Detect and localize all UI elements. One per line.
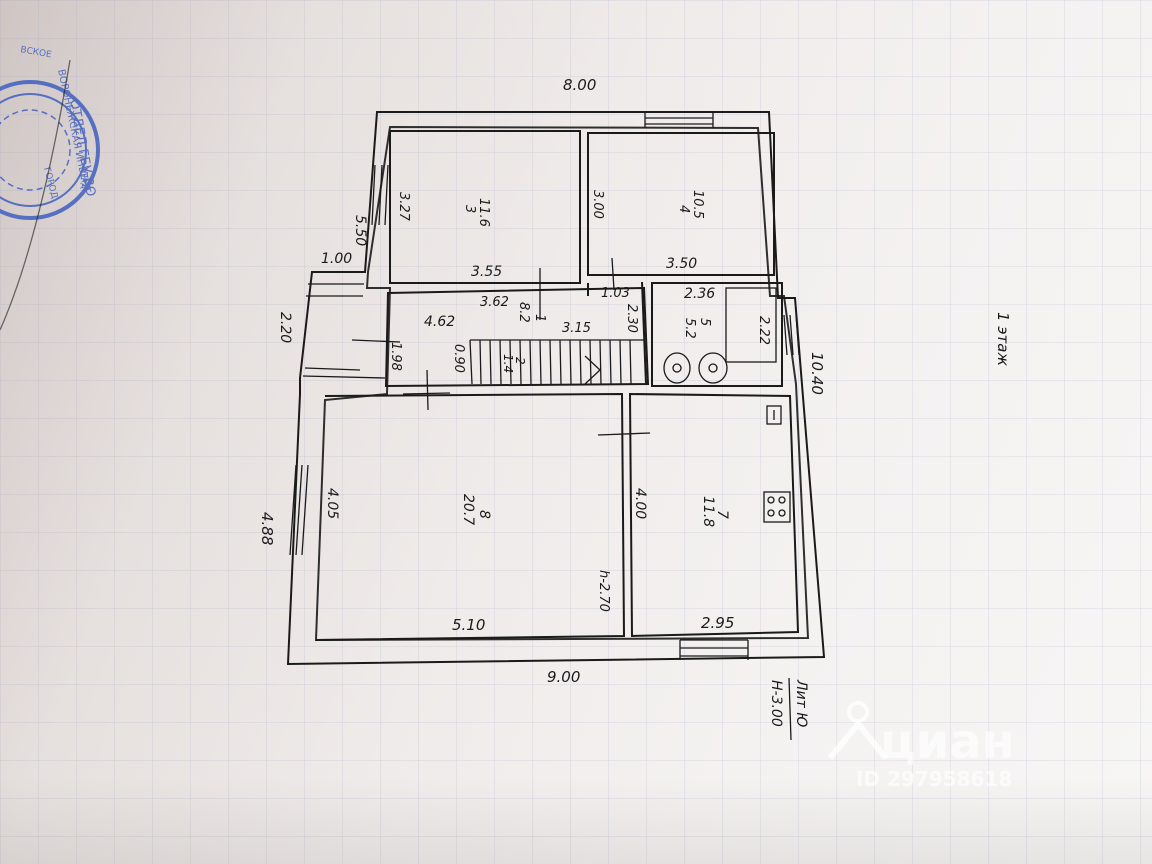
dim-left-upper: 5.50 (352, 215, 368, 246)
room-8-dim-a: 4.05 (324, 488, 340, 519)
watermark-id: ID 297958618 (856, 767, 1012, 791)
room-5-dim-b: 2.22 (756, 316, 771, 345)
room-8-area: 20.7 (460, 494, 476, 525)
dim-porch-depth: 1.00 (321, 251, 352, 267)
room-1-area: 8.2 (516, 302, 531, 323)
doors (351, 257, 651, 436)
room-3-dim-a: 3.27 (396, 192, 411, 222)
dim-bottom-width: 9.00 (547, 668, 580, 686)
room-1-dim-d: 1.98 (388, 342, 403, 371)
watermark-brand: циан (880, 714, 1015, 770)
sanitary-fixtures (663, 352, 728, 384)
room-4-dim-a: 3.00 (590, 190, 605, 219)
windows (289, 111, 800, 660)
porch (302, 271, 386, 379)
watermark: циан ID 297958618 (827, 701, 1015, 791)
room-3-dim-b: 3.55 (471, 264, 502, 280)
room-7-dim-b: 2.95 (701, 614, 734, 632)
liter-divider (788, 677, 792, 741)
room-4-area: 10.5 (690, 190, 705, 219)
stamp-text-3: ВСКОЕ (19, 45, 52, 60)
floor-label: 1 этаж (994, 312, 1012, 366)
room-7-dim-a: 4.00 (632, 488, 648, 519)
room-7-number: 7 (714, 510, 730, 519)
liter-height: Н-3.00 (768, 680, 784, 727)
room-4-number: 4 (676, 205, 691, 213)
stamp-seal: ОТДЕЛ ГБУ ВО ВОРОНЕЖСКАЯ ИНВЕНТ ВСКОЕ ГО… (0, 45, 100, 220)
room-8-dim-b: 5.10 (452, 616, 485, 634)
room-8-number: 8 (476, 510, 492, 519)
paper-crease (0, 59, 71, 331)
room-5-dim-a: 2.36 (684, 286, 715, 302)
room-7-area: 11.8 (700, 496, 716, 527)
dim-top-width: 8.00 (563, 76, 596, 94)
room-2-area: 1.4 (501, 354, 515, 373)
room-4-dim-b: 3.50 (666, 256, 697, 272)
room-2-number: 2 (513, 357, 527, 365)
dim-left-lower: 4.88 (258, 512, 276, 545)
room-2-dim-c: 2.30 (624, 304, 639, 333)
dim-right-height: 10.40 (808, 352, 826, 395)
stove-icon (763, 491, 791, 523)
map-pin-icon (827, 701, 889, 760)
sink-icon (766, 405, 782, 425)
liter-label: Лит Ю (793, 679, 809, 727)
room-1-dim-c: 4.62 (424, 314, 455, 330)
room-2-dim-b: 1.03 (601, 286, 630, 301)
room-partitions (315, 130, 800, 641)
room-2-dim-a: 0.90 (451, 344, 466, 373)
room-5-number: 5 (697, 318, 712, 326)
room-5-area: 5.2 (682, 318, 697, 339)
dim-porch-length: 2.20 (277, 312, 293, 343)
room-3-number: 3 (462, 205, 477, 213)
room-1-dim-a: 3.62 (480, 295, 509, 310)
room-1-number: 1 (532, 314, 547, 322)
room-1-dim-b: 3.15 (562, 321, 591, 336)
room-8-height: h-2.70 (596, 570, 611, 612)
stamp-text-5: УПРА (77, 165, 89, 190)
room-3-area: 11.6 (476, 198, 491, 227)
outer-walls (286, 111, 826, 666)
